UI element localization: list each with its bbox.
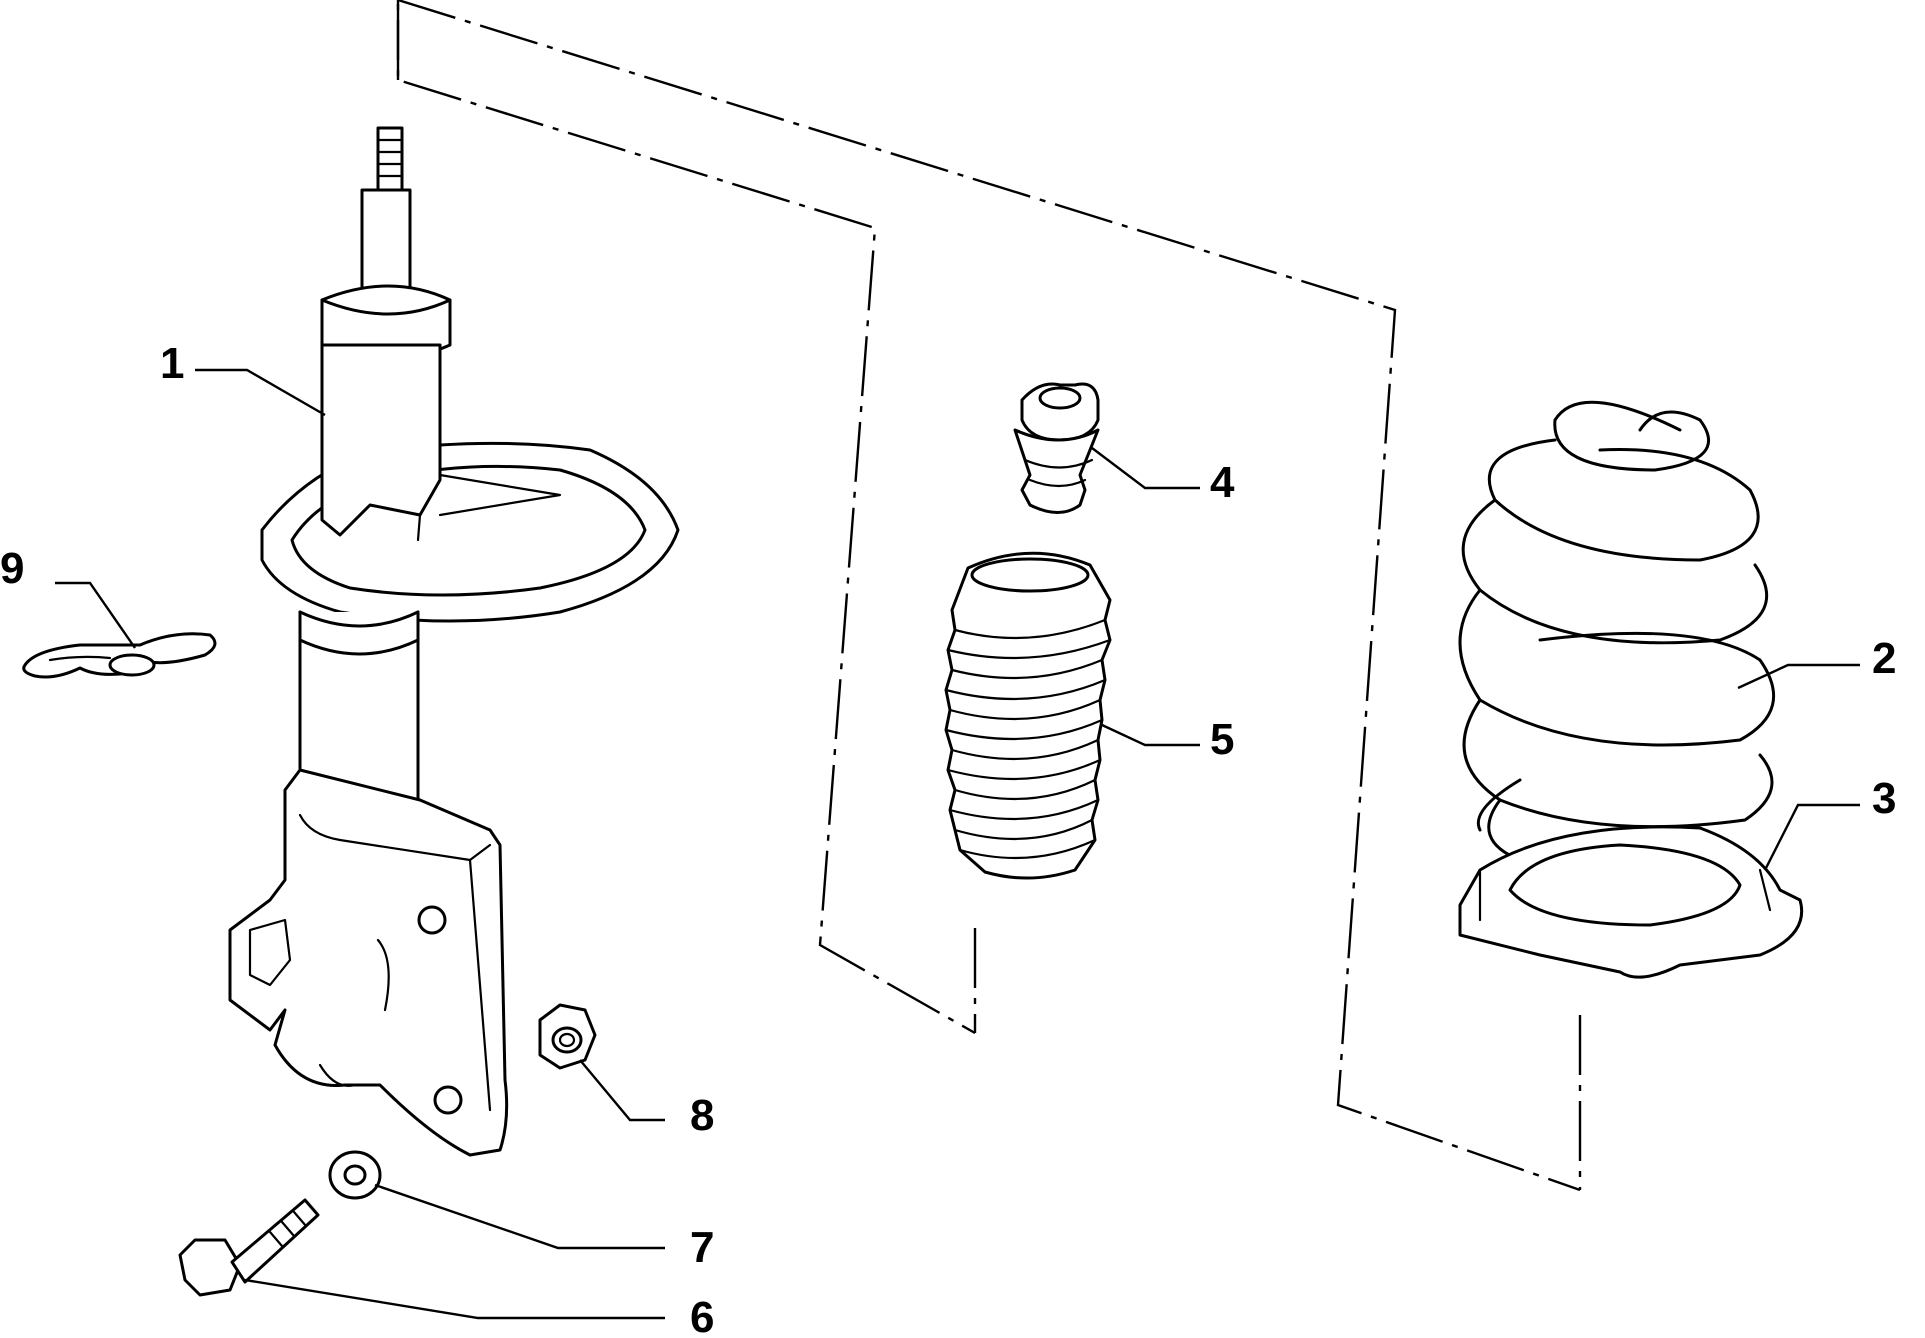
protective-boot	[944, 551, 1112, 880]
callout-6: 6	[690, 1293, 714, 1338]
leader-lines	[55, 368, 1860, 1320]
callout-7: 7	[690, 1223, 714, 1272]
washer	[328, 1150, 382, 1200]
callout-3: 3	[1872, 774, 1896, 823]
callout-1: 1	[160, 339, 184, 388]
bolt	[178, 1198, 320, 1297]
callout-2: 2	[1872, 634, 1896, 683]
coil-spring	[1458, 400, 1776, 869]
callout-labels: 1 2 3 4 5 6 7 8 9	[0, 339, 1896, 1338]
bump-stop	[1013, 382, 1100, 514]
shock-absorber-strut	[228, 126, 680, 1157]
alignment-guides	[396, 0, 1582, 1192]
callout-5: 5	[1210, 715, 1234, 764]
callout-4: 4	[1210, 458, 1235, 507]
spring-seat	[1458, 825, 1804, 979]
callout-9: 9	[0, 544, 24, 593]
hex-nut	[538, 1003, 597, 1070]
spring-clip	[22, 632, 217, 679]
callout-8: 8	[690, 1091, 714, 1140]
